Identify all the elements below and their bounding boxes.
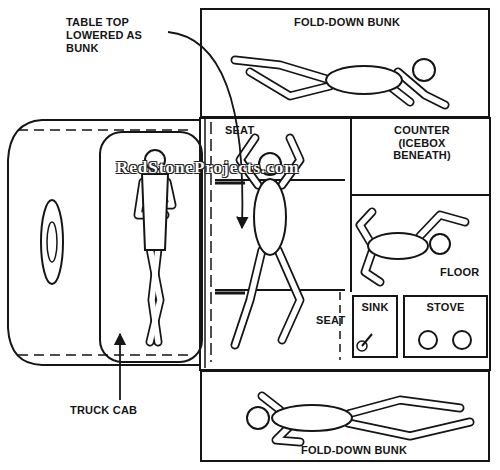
figure-torso xyxy=(368,233,428,259)
steering-hub xyxy=(47,222,57,262)
faucet-spout xyxy=(362,334,372,346)
watermark: RedStoneProjects.com xyxy=(116,158,366,178)
sink-box: SINK xyxy=(352,295,398,358)
counter-area: COUNTER (ICEBOX BENEATH) xyxy=(350,118,490,196)
bunk-area: FOLD-DOWN BUNK xyxy=(200,8,490,118)
callout-text: TRUCK CAB xyxy=(70,404,170,417)
figure-torso xyxy=(142,174,168,250)
figure-head xyxy=(247,407,269,429)
seat-area: SEAT xyxy=(212,290,350,362)
wall-line xyxy=(204,118,206,368)
figure-head xyxy=(413,59,435,81)
bunk-area: FOLD-DOWN BUNK xyxy=(200,370,490,462)
seat-bar xyxy=(215,183,245,293)
burner-symbol xyxy=(419,331,437,349)
area-label: SINK xyxy=(354,301,396,314)
steering-wheel xyxy=(41,200,63,284)
leader-arrow xyxy=(119,334,121,400)
figure-head xyxy=(430,234,450,254)
area-label: SEAT xyxy=(316,314,350,327)
figure-torso xyxy=(326,66,402,94)
area-label: SEAT xyxy=(225,124,275,137)
figure-torso xyxy=(272,405,352,431)
area-label: FOLD-DOWN BUNK xyxy=(294,444,414,457)
area-label: FOLD-DOWN BUNK xyxy=(287,16,407,29)
table-edge xyxy=(215,180,345,290)
area-label: STOVE xyxy=(405,301,486,314)
stove-box: STOVE xyxy=(403,295,488,358)
area-label: FLOOR xyxy=(440,266,490,279)
area-label: COUNTER (ICEBOX BENEATH) xyxy=(380,124,464,162)
cab-outline xyxy=(8,120,200,365)
callout-text: TABLE TOP LOWERED AS BUNK xyxy=(66,16,162,56)
burner-symbol xyxy=(453,331,471,349)
figure-torso xyxy=(254,179,286,255)
floor-area: FLOOR xyxy=(350,196,490,292)
